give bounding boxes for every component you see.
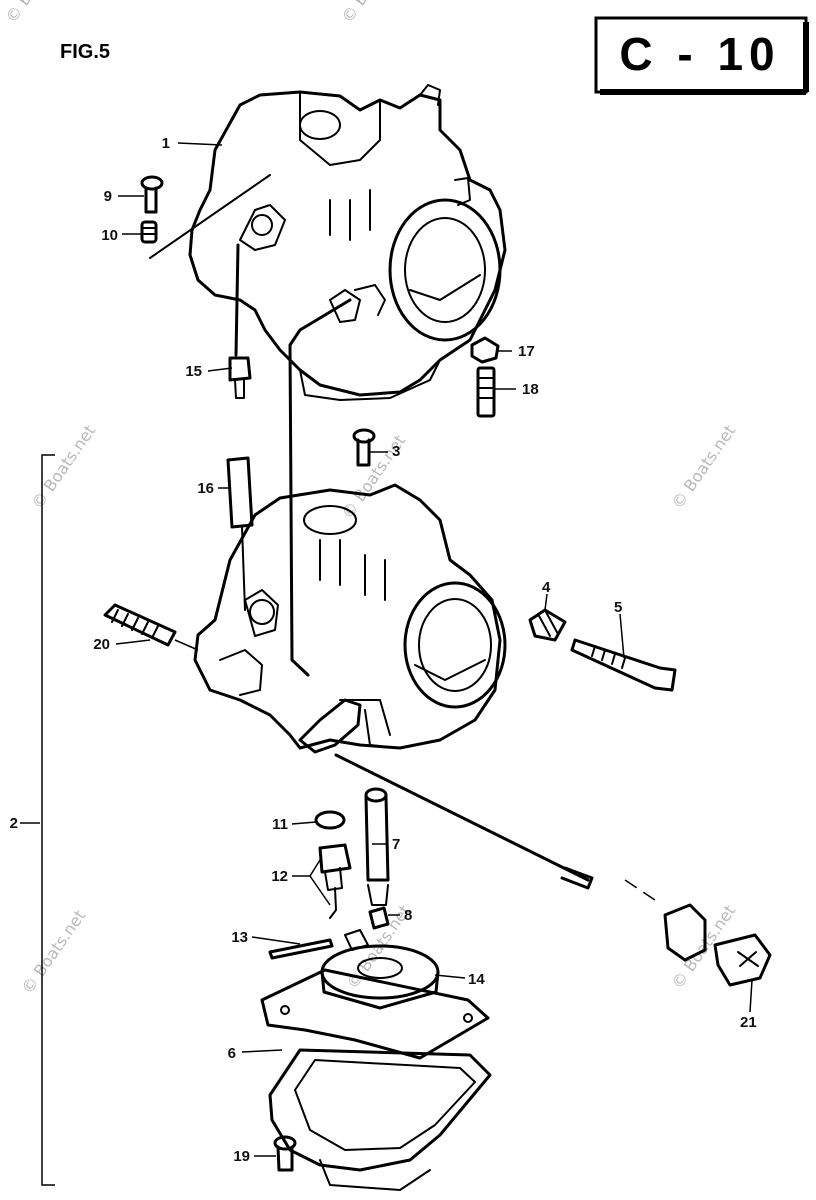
part-5-needle — [570, 638, 677, 692]
watermark: © Boats.net — [668, 421, 740, 512]
part-19-screw — [273, 1135, 297, 1172]
callouts: 1 2 3 4 5 6 7 8 9 10 11 12 13 14 15 16 1… — [10, 135, 757, 1165]
callout-21: 21 — [740, 1014, 757, 1031]
callout-18: 18 — [522, 381, 539, 398]
callout-2: 2 — [10, 815, 18, 832]
part-9-screw — [140, 175, 164, 214]
figure-label: FIG.5 — [60, 41, 110, 63]
callout-16: 16 — [197, 480, 214, 497]
part-3-screw — [352, 428, 376, 467]
part-15-rod — [228, 243, 252, 399]
callout-4: 4 — [542, 579, 551, 596]
part-13-pin — [268, 938, 334, 960]
bracket-part-2 — [41, 454, 55, 1186]
part-6-gasket — [260, 968, 490, 1060]
callout-14: 14 — [468, 971, 485, 988]
part-7-tube — [364, 787, 390, 906]
part-10-spring — [140, 220, 158, 244]
callout-1: 1 — [162, 135, 170, 152]
float-hinge — [344, 929, 369, 951]
callout-3: 3 — [392, 443, 400, 460]
watermark: © Boats.net — [2, 0, 74, 26]
callout-17: 17 — [518, 343, 535, 360]
plate-code-box: C - 10 — [594, 16, 809, 95]
watermark: © Boats.net — [668, 901, 740, 992]
float-bowl — [268, 1048, 492, 1191]
linkage-rod — [288, 298, 352, 677]
part-12-jet — [318, 843, 352, 919]
lower-carburetor-body — [193, 483, 594, 890]
part-18-screw — [476, 366, 496, 418]
part-4-spring — [528, 608, 567, 642]
part-11-o-ring — [314, 810, 346, 830]
part-16-rod — [226, 456, 254, 611]
plate-code: C - 10 — [619, 28, 780, 80]
callout-10: 10 — [101, 227, 118, 244]
watermark: © Boats.net — [18, 906, 90, 997]
part-8-plug — [368, 906, 390, 930]
callout-19: 19 — [233, 1148, 250, 1165]
callout-7: 7 — [392, 836, 400, 853]
callout-5: 5 — [614, 599, 622, 616]
upper-carburetor-body — [149, 84, 507, 401]
callout-9: 9 — [104, 188, 112, 205]
callout-13: 13 — [231, 929, 248, 946]
watermark: © Boats.net — [28, 421, 100, 512]
leader-lines — [20, 142, 753, 1157]
part-17-nut — [470, 336, 500, 364]
part-21-cap — [624, 879, 772, 987]
part-20-screw — [103, 603, 199, 651]
watermark: © Boats.net — [338, 0, 410, 26]
throttle-cable — [334, 753, 590, 882]
callout-11: 11 — [272, 816, 288, 833]
callout-6: 6 — [228, 1045, 236, 1062]
callout-12: 12 — [271, 868, 288, 885]
callout-8: 8 — [404, 907, 412, 924]
callout-20: 20 — [93, 636, 110, 653]
callout-15: 15 — [185, 363, 202, 380]
